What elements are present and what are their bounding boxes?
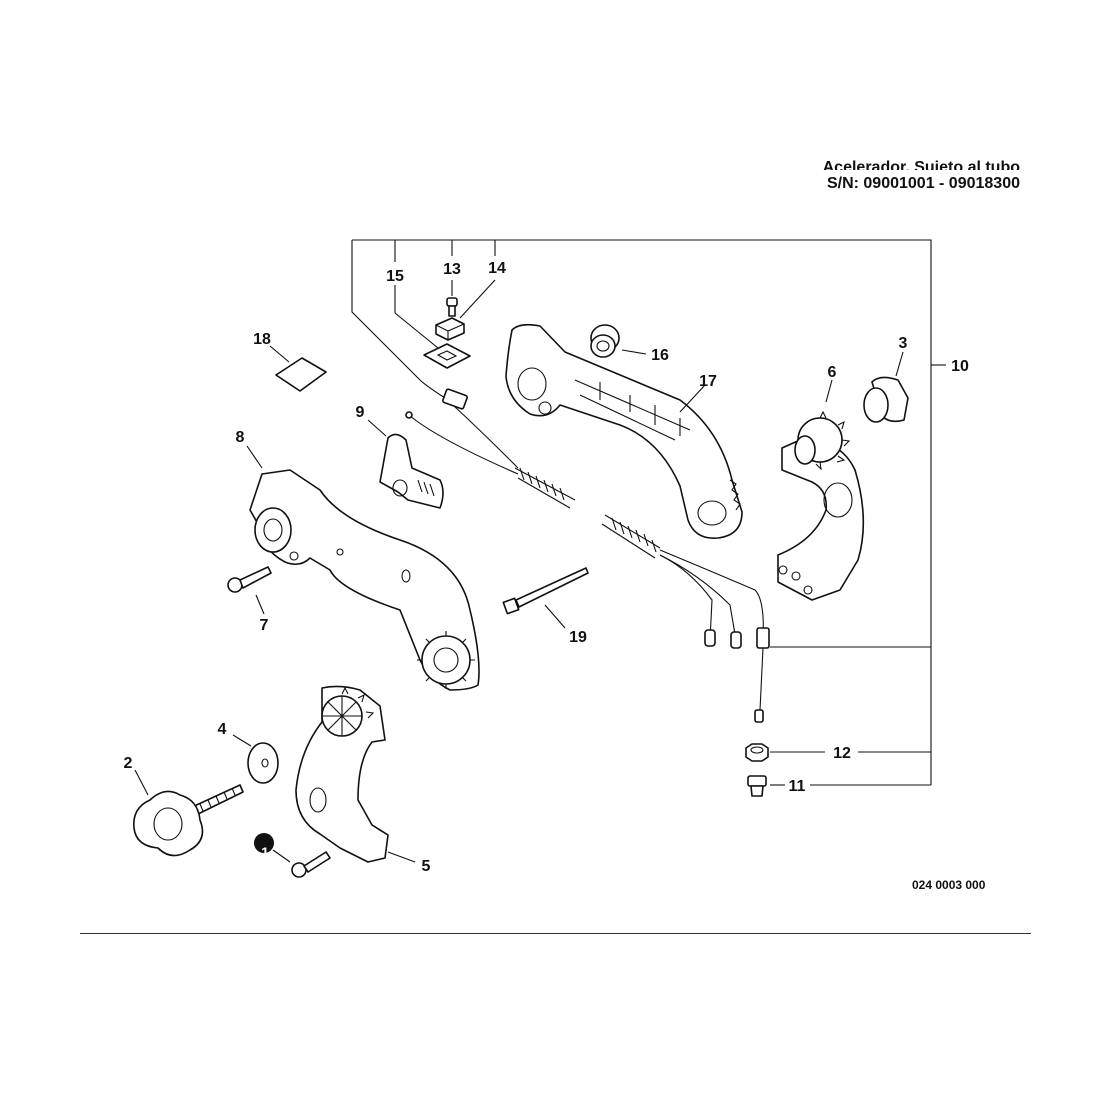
part-6-clamp-half xyxy=(777,379,865,601)
callout-19: 19 xyxy=(569,629,587,646)
part-12-nut xyxy=(745,743,769,762)
callout-15: 15 xyxy=(386,268,404,285)
callout-7: 7 xyxy=(260,617,269,634)
callout-17: 17 xyxy=(699,373,717,390)
callout-6: 6 xyxy=(828,364,837,381)
part-15-plate xyxy=(394,285,471,369)
callout-2: 2 xyxy=(124,755,133,772)
part-11-fitting xyxy=(747,775,767,797)
serial-number-range: S/N: 09001001 - 09018300 xyxy=(826,175,1020,192)
part-19-cable-tie xyxy=(502,567,589,629)
part-16-bushing xyxy=(590,324,647,358)
part-17-handle-half xyxy=(505,323,743,539)
callout-5: 5 xyxy=(422,858,431,875)
callout-4: 4 xyxy=(218,721,227,738)
part-5-clamp-half xyxy=(295,685,416,863)
callout-9: 9 xyxy=(356,404,365,421)
part-13-screw xyxy=(446,280,458,317)
bottom-divider xyxy=(80,933,1031,934)
part-3-cap xyxy=(863,351,909,423)
callout-18: 18 xyxy=(253,331,271,348)
part-9-throttle-trigger xyxy=(367,419,444,509)
part-1-screw xyxy=(254,833,331,878)
callout-labels: 1 2 3 4 5 6 7 8 9 10 11 12 13 14 15 16 1… xyxy=(124,260,969,875)
callout-13: 13 xyxy=(443,261,461,278)
callout-8: 8 xyxy=(236,429,245,446)
callout-12: 12 xyxy=(833,745,851,762)
throttle-cable-assembly xyxy=(405,379,770,723)
part-14-switch xyxy=(435,279,496,341)
callout-14: 14 xyxy=(488,260,506,277)
callout-16: 16 xyxy=(651,347,669,364)
part-1-marker xyxy=(254,833,274,853)
part-2-knob xyxy=(133,769,244,857)
part-4-washer xyxy=(232,734,279,784)
part-7-screw xyxy=(227,566,272,615)
document-code: 024 0003 000 xyxy=(912,878,986,892)
callout-11: 11 xyxy=(789,778,806,795)
assembly-10-bracket xyxy=(351,239,946,786)
callout-1: 1 xyxy=(261,844,269,860)
callout-10: 10 xyxy=(951,358,969,375)
part-18-decal xyxy=(269,345,327,392)
callout-3: 3 xyxy=(899,335,908,352)
diagram-title: Acelerador, Sujeto al tubo xyxy=(822,159,1020,170)
part-8-handle-half xyxy=(246,445,480,691)
